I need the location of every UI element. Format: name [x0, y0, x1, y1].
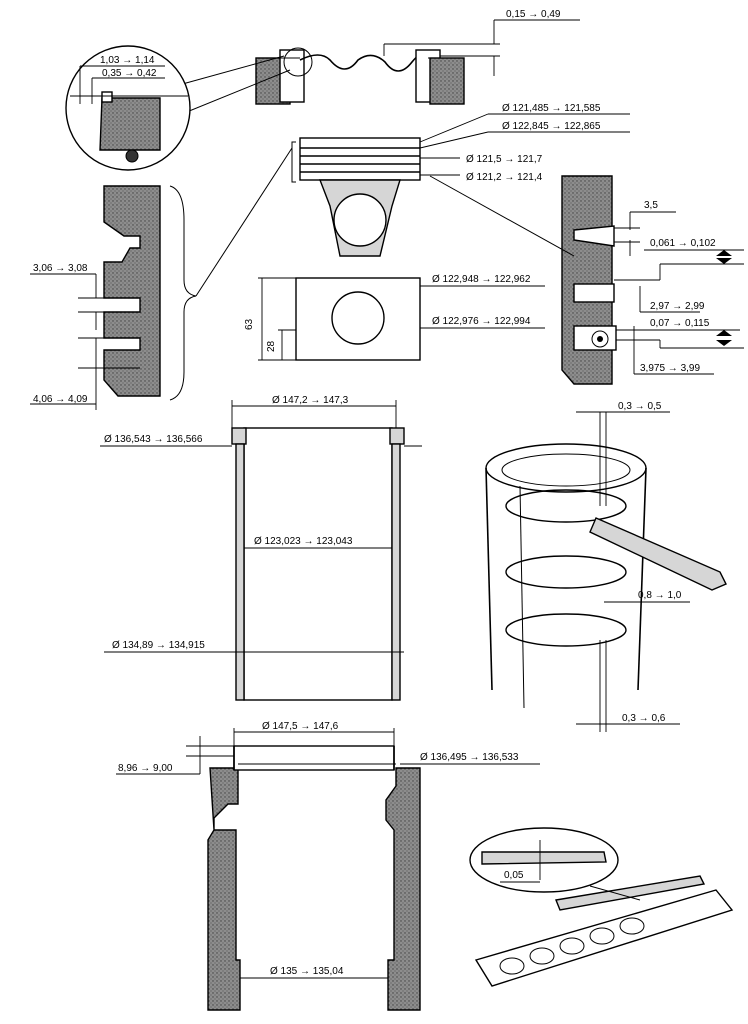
block-counterbore-dia-label: Ø 147,5 → 147,6 — [262, 721, 339, 732]
groove-section-left: 3,06 → 3,08 4,06 → 4,09 — [30, 147, 293, 410]
ring-clear-1-label: 0,061 → 0,102 — [650, 238, 716, 249]
cylinder-liner-view: Ø 147,2 → 147,3 Ø 136,543 → 136,566 Ø 12… — [100, 395, 422, 701]
groove-dia-2-label: Ø 122,845 → 122,865 — [502, 121, 601, 132]
crown-a-label: 1,03 → 1,14 — [100, 55, 155, 66]
gap-top-label: 0,3 → 0,5 — [618, 401, 662, 412]
clearance-top-label: 0,15 → 0,49 — [506, 9, 561, 20]
groove-dia-1-label: Ø 121,485 → 121,585 — [502, 103, 601, 114]
ring-w1-label: 2,97 → 2,99 — [650, 301, 705, 312]
gap-low-label: 0,3 → 0,6 — [622, 713, 666, 724]
groove-dia-4-label: Ø 121,2 → 121,4 — [466, 172, 543, 183]
liner-lower-dia-label: Ø 134,89 → 134,915 — [112, 640, 205, 651]
ring-h-label: 3,5 — [644, 200, 658, 211]
cylinder-block-view: Ø 147,5 → 147,6 8,96 → 9,00 Ø 136,495 → … — [116, 721, 540, 1011]
block-lower-dia-label: Ø 135 → 135,04 — [270, 966, 344, 977]
block-collar-dia-label: Ø 136,495 → 136,533 — [420, 752, 519, 763]
ring-gap-sketch: 0,3 → 0,5 0,8 → 1,0 0,3 → 0,6 — [485, 401, 727, 732]
skirt-h1-label: 63 — [244, 318, 255, 330]
crown-b-label: 0,35 → 0,42 — [102, 68, 157, 79]
flatness-check-sketch: 0,05 — [469, 827, 734, 987]
ring-w2-label: 3,975 → 3,99 — [640, 363, 700, 374]
liner-collar-dia-label: Ø 136,543 → 136,566 — [104, 434, 203, 445]
piston-rings-view: Ø 121,485 → 121,585 Ø 122,845 → 122,865 … — [291, 103, 630, 257]
ring-clear-2-label: 0,07 → 0,115 — [650, 318, 710, 329]
ring-groove-section-right: 3,5 0,061 → 0,102 2,97 → 2,99 0,07 → 0,1… — [429, 175, 744, 385]
crown-detail: 1,03 → 1,14 0,35 → 0,42 — [65, 45, 313, 171]
liner-flange-dia-label: Ø 147,2 → 147,3 — [272, 395, 349, 406]
skirt-h2-label: 28 — [266, 340, 277, 352]
flatness-label: 0,05 — [504, 870, 524, 881]
groove-w1-label: 3,06 → 3,08 — [33, 263, 88, 274]
block-depth-label: 8,96 → 9,00 — [118, 763, 173, 774]
skirt-dia-2-label: Ø 122,976 → 122,994 — [432, 316, 531, 327]
skirt-dia-1-label: Ø 122,948 → 122,962 — [432, 274, 531, 285]
head-clearance-view: 0,15 → 0,49 — [255, 9, 580, 105]
liner-bore-dia-label: Ø 123,023 → 123,043 — [254, 536, 353, 547]
groove-w2-label: 4,06 → 4,09 — [33, 394, 88, 405]
groove-dia-3-label: Ø 121,5 → 121,7 — [466, 154, 543, 165]
piston-skirt-view: 63 28 Ø 122,948 → 122,962 Ø 122,976 → 12… — [244, 274, 545, 361]
gap-mid-label: 0,8 → 1,0 — [638, 590, 682, 601]
